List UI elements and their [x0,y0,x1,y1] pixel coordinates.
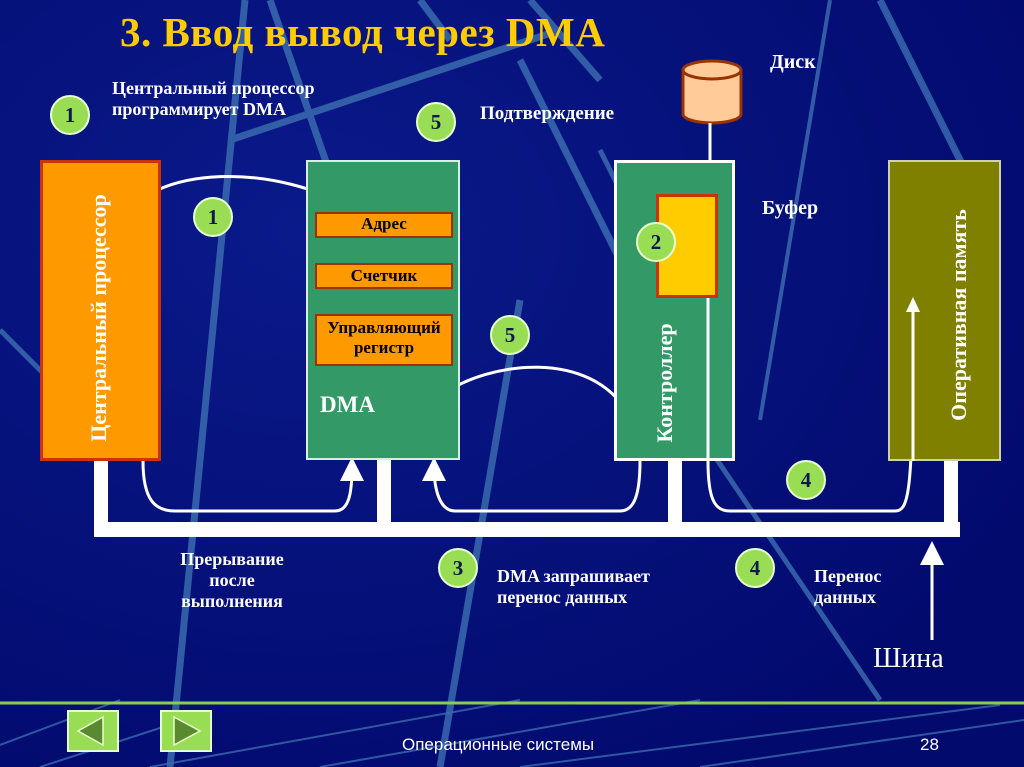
cpu-block [40,160,161,461]
ram-block [888,160,1001,461]
footer-caption: Операционные системы [402,735,595,754]
arrow-dma-request [422,457,642,513]
step-4-line2: данных [814,587,876,607]
acknowledge-label: Подтверждение [480,103,615,124]
step-badge-5-diagram: 5 [490,315,530,355]
slide-title: 3. Ввод вывод через DMA [120,9,606,55]
step-number: 3 [452,555,464,580]
step-badge-4-diagram: 4 [786,460,826,500]
next-slide-button[interactable] [160,710,212,752]
previous-slide-button[interactable] [67,710,119,752]
dma-label: DMA [320,392,375,417]
interrupt-line2: после [209,570,255,590]
step-badge-5: 5 [416,102,456,142]
step-3-description: DMA запрашивает перенос данных [497,566,650,608]
step-number: 4 [749,555,761,580]
step-4-description: Перенос данных [814,566,881,608]
arrow-ack [432,365,629,413]
step-number: 4 [800,467,812,492]
step-badge-2: 2 [636,222,676,262]
step-number: 2 [650,229,662,254]
step-3-line1: DMA запрашивает [497,566,650,586]
step-3-line2: перенос данных [497,587,628,607]
interrupt-line3: выполнения [181,591,283,611]
interrupt-label: Прерывание после выполнения [172,549,292,612]
step-number: 5 [430,109,442,134]
dma-register-counter: Счетчик [315,263,453,289]
arrow-interrupt [141,457,364,513]
bus-label: Шина [873,643,944,674]
triangle-left-icon [76,715,104,747]
ram-label: Оперативная память [946,209,971,421]
step-1-description: Центральный процессор программирует DMA [112,78,314,120]
cpu-label: Центральный процессор [86,194,111,442]
step-1-line2: программирует DMA [112,99,286,119]
step-number: 1 [207,204,219,229]
step-1-line1: Центральный процессор [112,78,315,98]
dma-register-control: Управляющий регистр [315,314,453,366]
step-badge-1: 1 [50,95,90,135]
step-badge-4: 4 [735,548,775,588]
step-number: 1 [64,102,76,127]
page-number: 28 [920,735,939,754]
step-badge-3: 3 [438,548,478,588]
step-4-line1: Перенос [814,566,882,586]
step-number: 5 [504,322,516,347]
dma-register-address: Адрес [315,212,453,238]
buffer-label: Буфер [762,197,819,219]
disk-label: Диск [770,51,816,73]
triangle-right-icon [173,715,202,747]
step-badge-1-diagram: 1 [193,197,233,237]
disk-icon [681,59,743,125]
dma-block [306,160,460,460]
system-bus [94,460,960,537]
controller-label: Контроллер [652,323,677,443]
interrupt-line1: Прерывание [180,549,284,569]
